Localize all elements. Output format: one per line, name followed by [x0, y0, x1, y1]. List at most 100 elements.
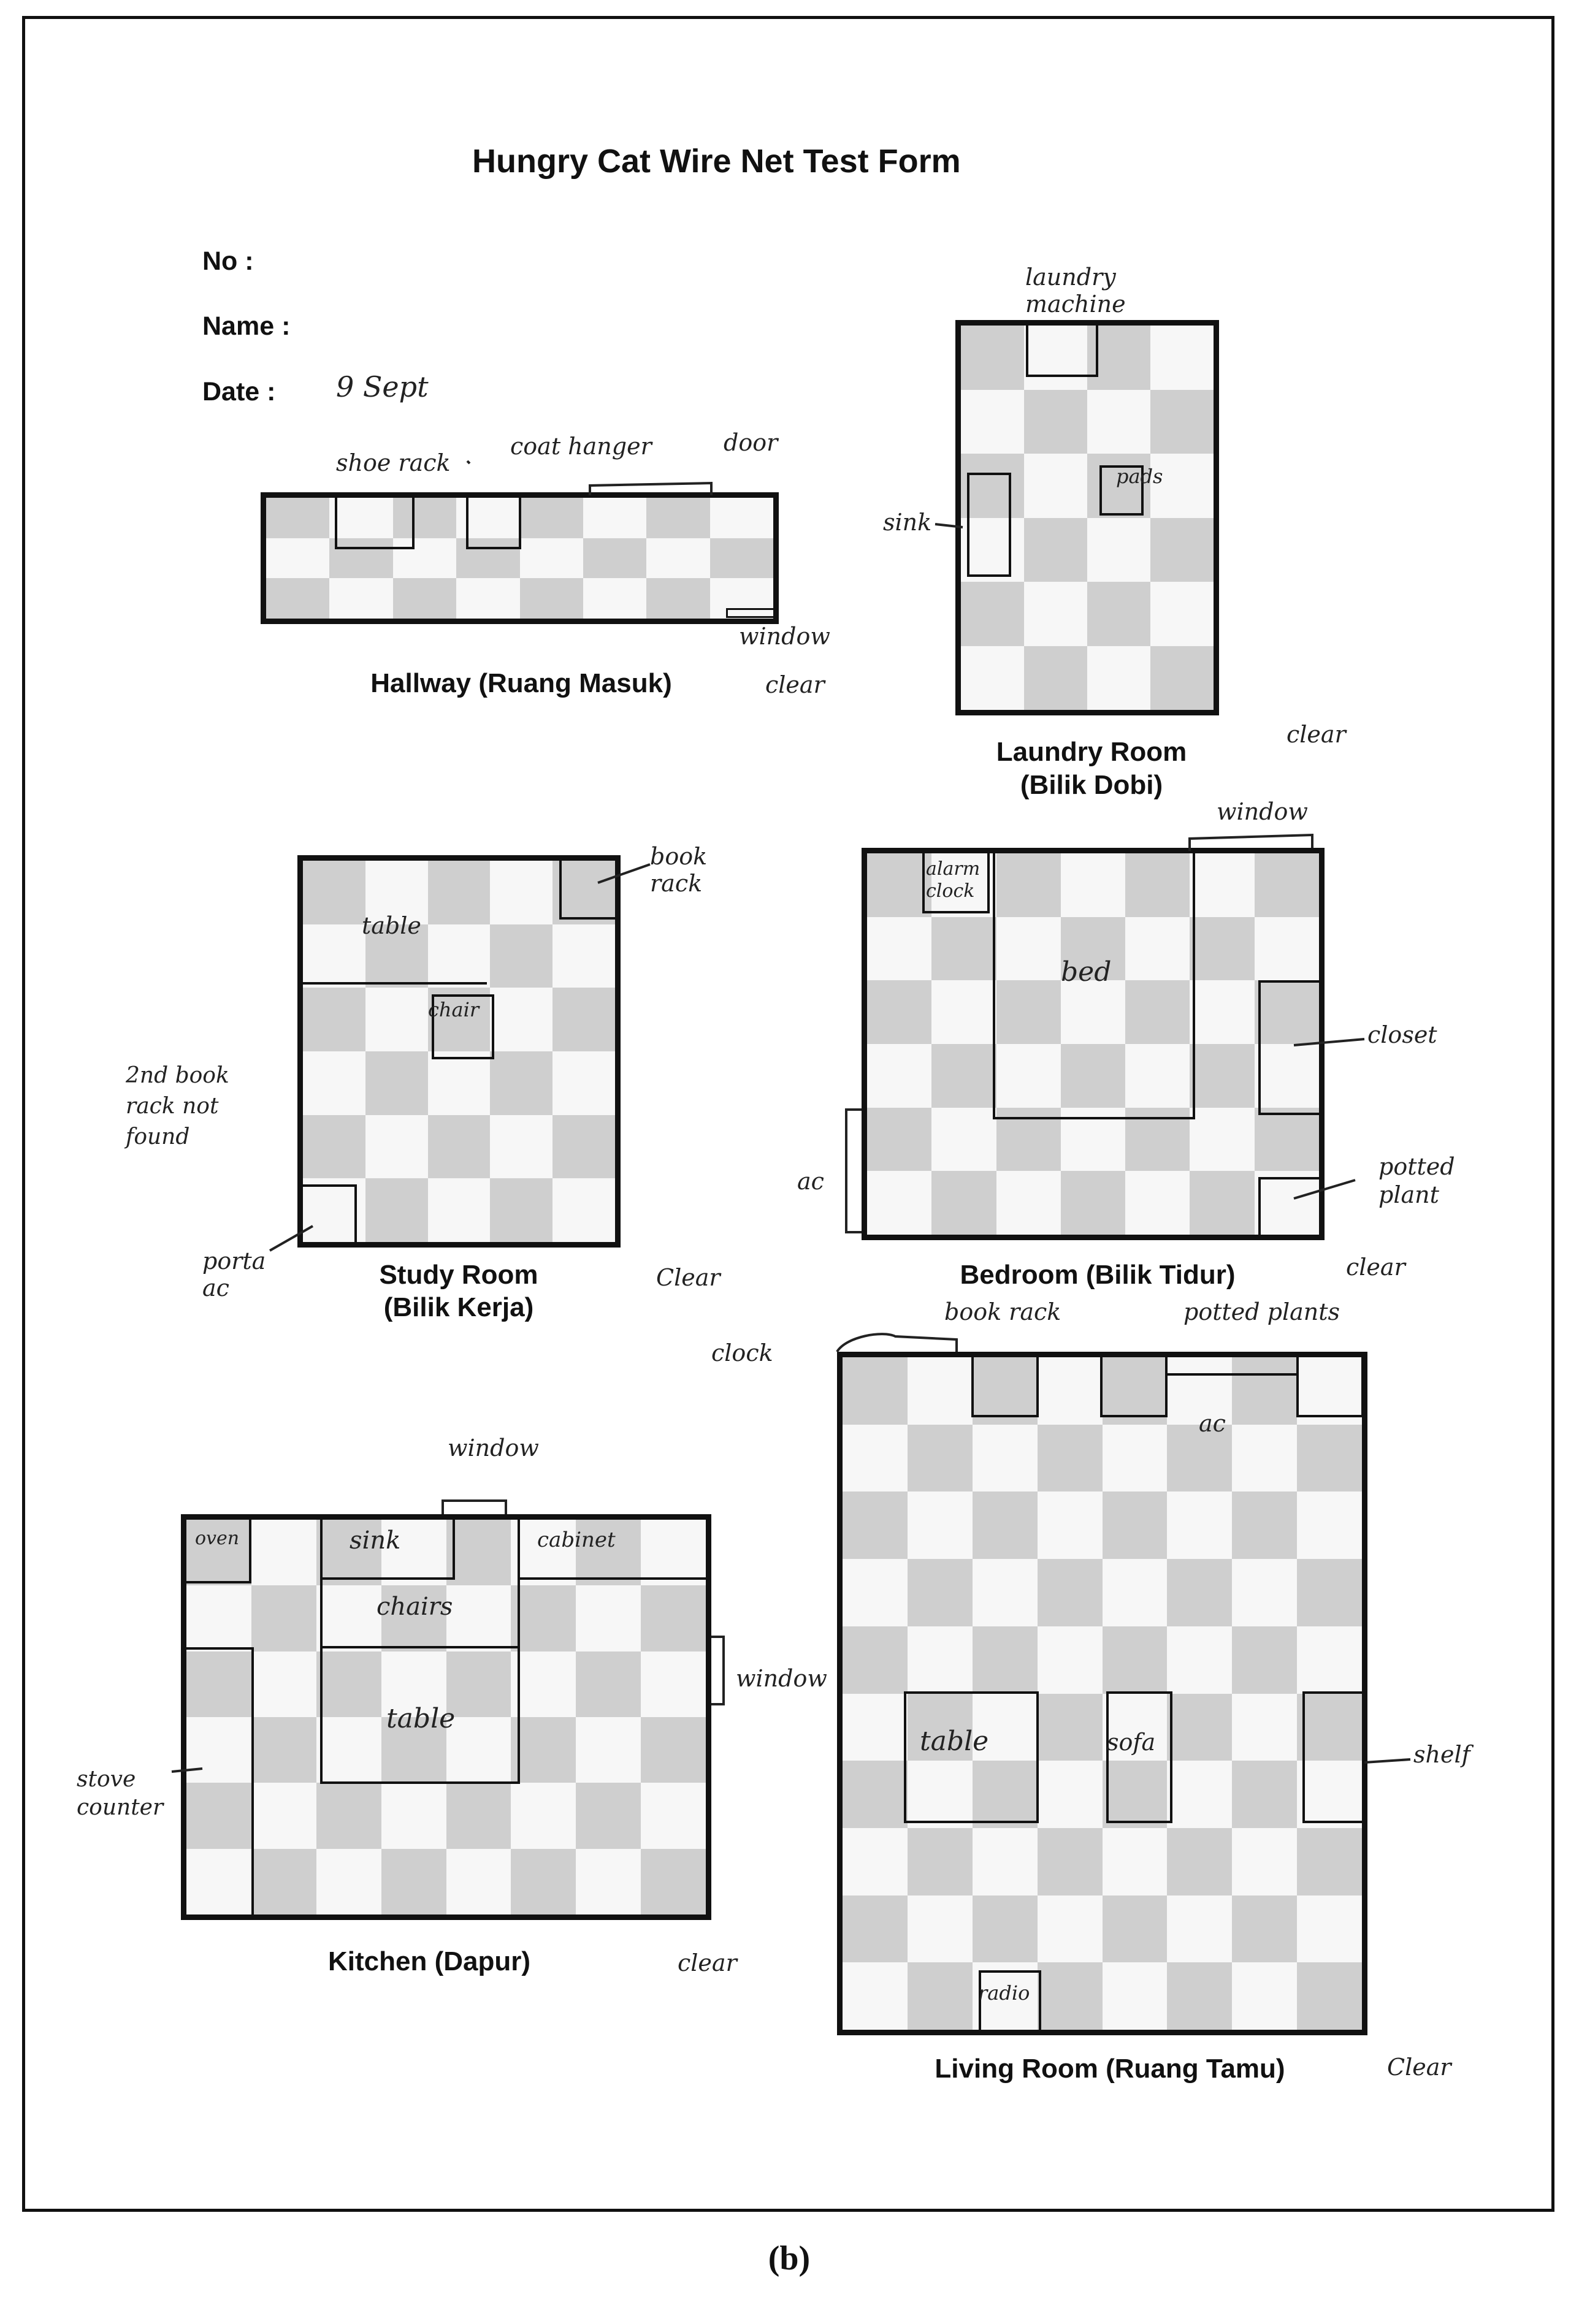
floor-tile: [583, 538, 647, 579]
floor-tile: [552, 861, 615, 924]
floor-tile: [1254, 916, 1319, 981]
kitchen-cabinet: [518, 1520, 706, 1580]
kitchen-sink: [320, 1520, 455, 1580]
floor-tile: [583, 578, 647, 619]
floor-tile: [1102, 1626, 1168, 1694]
floor-tile: [1167, 1761, 1233, 1829]
floor-tile: [329, 578, 394, 619]
floor-tile: [641, 1651, 706, 1718]
bedroom-alarm-clock: [922, 853, 990, 913]
floor-tile: [1060, 1044, 1126, 1108]
floor-tile: [266, 578, 330, 619]
floor-tile: [427, 924, 491, 988]
floor-tile: [552, 1114, 615, 1179]
living-note-potted-plants: potted plants: [1183, 1298, 1340, 1325]
floor-tile: [1037, 1626, 1103, 1694]
floor-tile: [446, 1783, 511, 1850]
shoe-rack: [335, 498, 415, 549]
floor-tile: [1102, 1962, 1168, 2030]
living-radio: [979, 1970, 1041, 2030]
floor-tile: [1190, 853, 1255, 917]
floor-tile: [1087, 454, 1150, 518]
floor-tile: [1167, 1827, 1233, 1895]
living-label-radio: radio: [978, 1981, 1030, 2005]
laundry-floorplan: [955, 320, 1219, 715]
floor-tile: [576, 1585, 641, 1652]
floor-tile: [641, 1585, 706, 1652]
floor-tile: [1125, 980, 1191, 1045]
floor-tile: [446, 1717, 511, 1783]
floor-tile: [490, 924, 553, 988]
floor-tile: [867, 853, 932, 917]
living-ac: [1168, 1373, 1296, 1376]
floor-tile: [381, 1783, 446, 1850]
floor-tile: [1060, 980, 1126, 1045]
living-label-sofa: sofa: [1107, 1729, 1156, 1756]
laundry-note-machine: laundry machine: [1025, 264, 1126, 318]
floor-tile: [1037, 1559, 1103, 1627]
floor-tile: [186, 1651, 251, 1718]
floor-tile: [329, 498, 394, 538]
floor-tile: [519, 538, 584, 579]
floor-tile: [511, 1783, 576, 1850]
floor-tile: [907, 1895, 973, 1963]
floor-tile: [1297, 1424, 1362, 1492]
living-note-shelf: shelf: [1413, 1741, 1470, 1768]
floor-tile: [1150, 646, 1214, 710]
living-title: Living Room (Ruang Tamu): [935, 2054, 1285, 2084]
floor-tile: [996, 1044, 1061, 1108]
floor-tile: [511, 1520, 576, 1586]
floor-tile: [907, 1761, 973, 1829]
study-note-book-rack: book rack: [650, 843, 708, 897]
hallway-note-coat-hanger: coat hanger: [510, 433, 652, 460]
kitchen-label-table: table: [386, 1703, 456, 1734]
floor-tile: [996, 980, 1061, 1045]
floor-tile: [316, 1520, 381, 1586]
floor-tile: [1060, 1171, 1126, 1235]
floor-tile: [519, 578, 584, 619]
hallway-note-door: door: [724, 429, 778, 456]
floor-tile: [1024, 646, 1087, 710]
floor-tile: [1297, 1895, 1362, 1963]
floor-tile: [972, 1357, 1038, 1425]
laundry-title-line2: (Bilik Dobi): [1020, 770, 1163, 800]
floor-tile: [843, 1424, 908, 1492]
floor-tile: [303, 1114, 365, 1179]
floor-tile: [1150, 517, 1214, 582]
bedroom-floorplan: [862, 848, 1325, 1240]
floor-tile: [251, 1783, 316, 1850]
floor-tile: [392, 498, 457, 538]
floor-tile: [490, 1178, 553, 1242]
hallway-status: clear: [765, 671, 825, 698]
date-label: Date :: [202, 377, 276, 406]
floor-tile: [1102, 1827, 1168, 1895]
laundry-machine: [1026, 326, 1098, 377]
floor-tile: [1190, 916, 1255, 981]
floor-tile: [931, 1044, 997, 1108]
floor-tile: [961, 389, 1024, 454]
floor-tile: [251, 1651, 316, 1718]
floor-tile: [907, 1962, 973, 2030]
floor-tile: [490, 988, 553, 1052]
no-label: No :: [202, 246, 254, 276]
floor-tile: [446, 1651, 511, 1718]
study-floorplan: [297, 855, 621, 1248]
floor-tile: [1232, 1761, 1298, 1829]
kitchen-note-window-top: window: [448, 1434, 539, 1461]
bedroom-note-window: window: [1217, 798, 1308, 825]
floor-tile: [303, 924, 365, 988]
floor-tile: [1297, 1962, 1362, 2030]
floor-tile: [843, 1761, 908, 1829]
floor-tile: [427, 861, 491, 924]
floor-tile: [1125, 1171, 1191, 1235]
floor-tile: [490, 861, 553, 924]
floor-tile: [1037, 1492, 1103, 1560]
floor-tile: [1087, 582, 1150, 646]
floor-tile: [1024, 582, 1087, 646]
floor-tile: [907, 1424, 973, 1492]
bedroom-label-clock: alarm clock: [926, 858, 981, 902]
floor-tile: [576, 1520, 641, 1586]
kitchen-oven: [186, 1520, 251, 1583]
floor-tile: [251, 1848, 316, 1914]
kitchen-label-cabinet: cabinet: [537, 1528, 616, 1552]
